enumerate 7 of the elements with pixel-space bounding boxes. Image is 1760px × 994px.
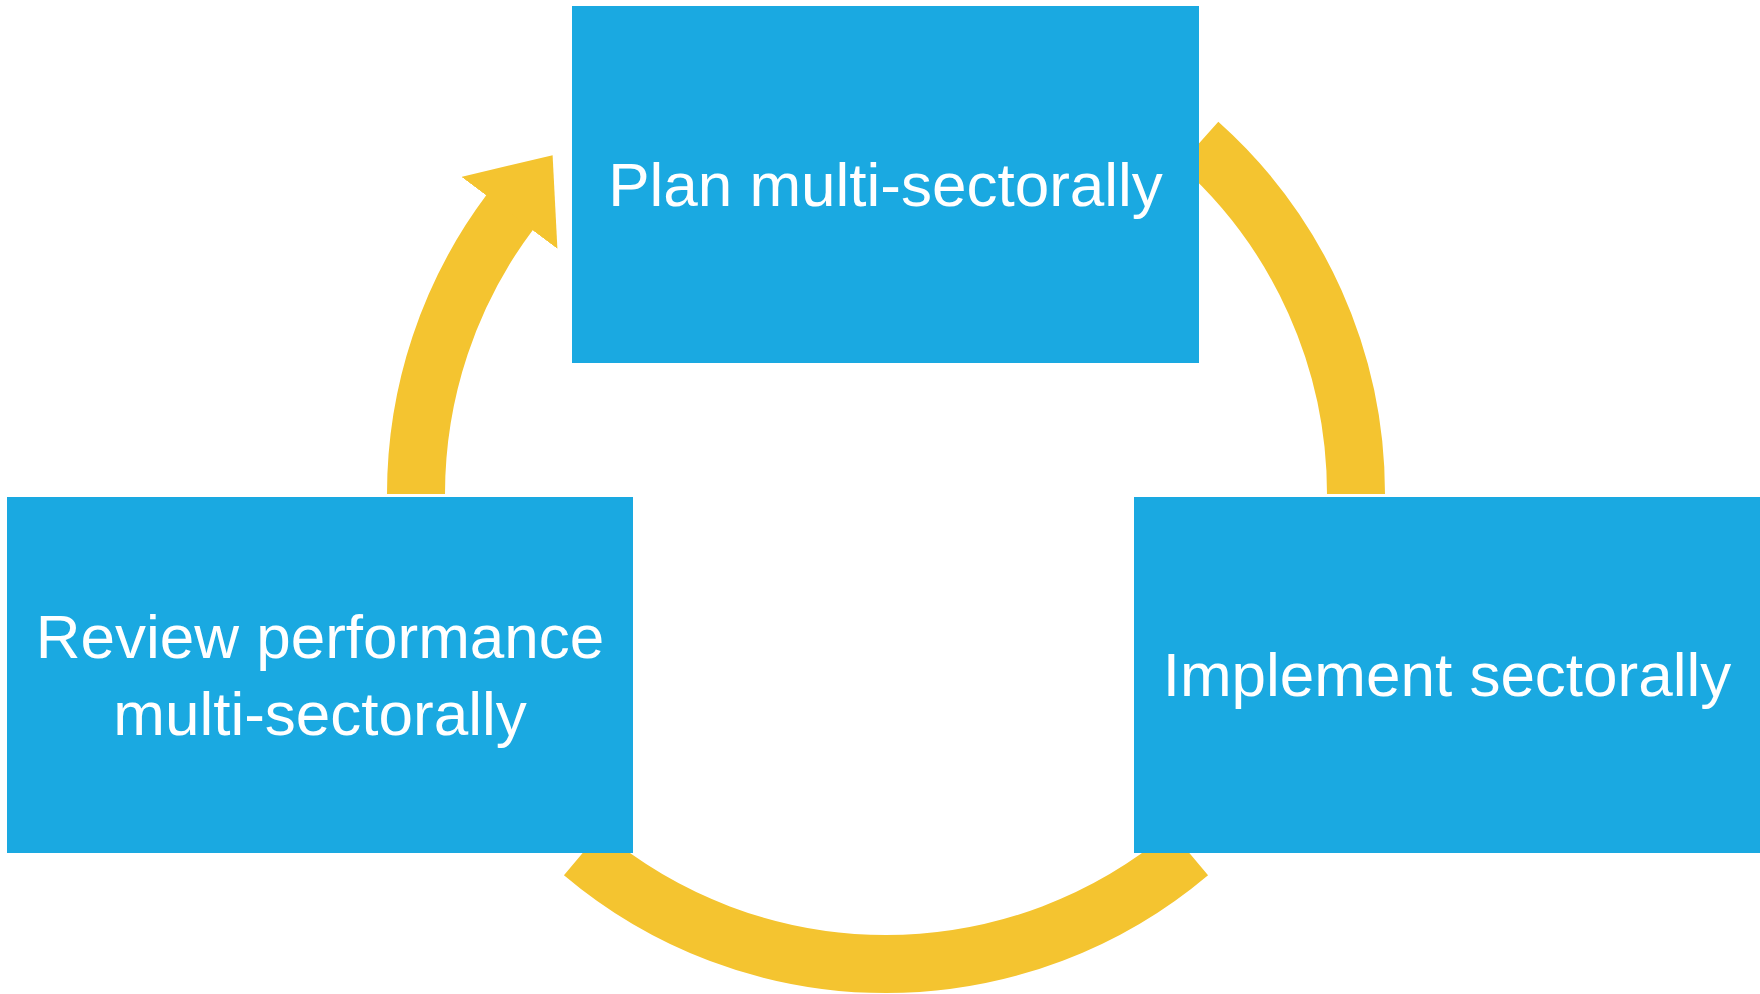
box-label: Plan multi-sectorally — [608, 148, 1163, 221]
box-label: Implement sectorally — [1162, 639, 1732, 712]
process-box — [1134, 497, 1760, 853]
cycle-arrow — [387, 152, 560, 496]
process-box — [7, 497, 633, 853]
process-box — [572, 6, 1199, 363]
box-label: Review performance multi-sectorally — [34, 600, 606, 750]
